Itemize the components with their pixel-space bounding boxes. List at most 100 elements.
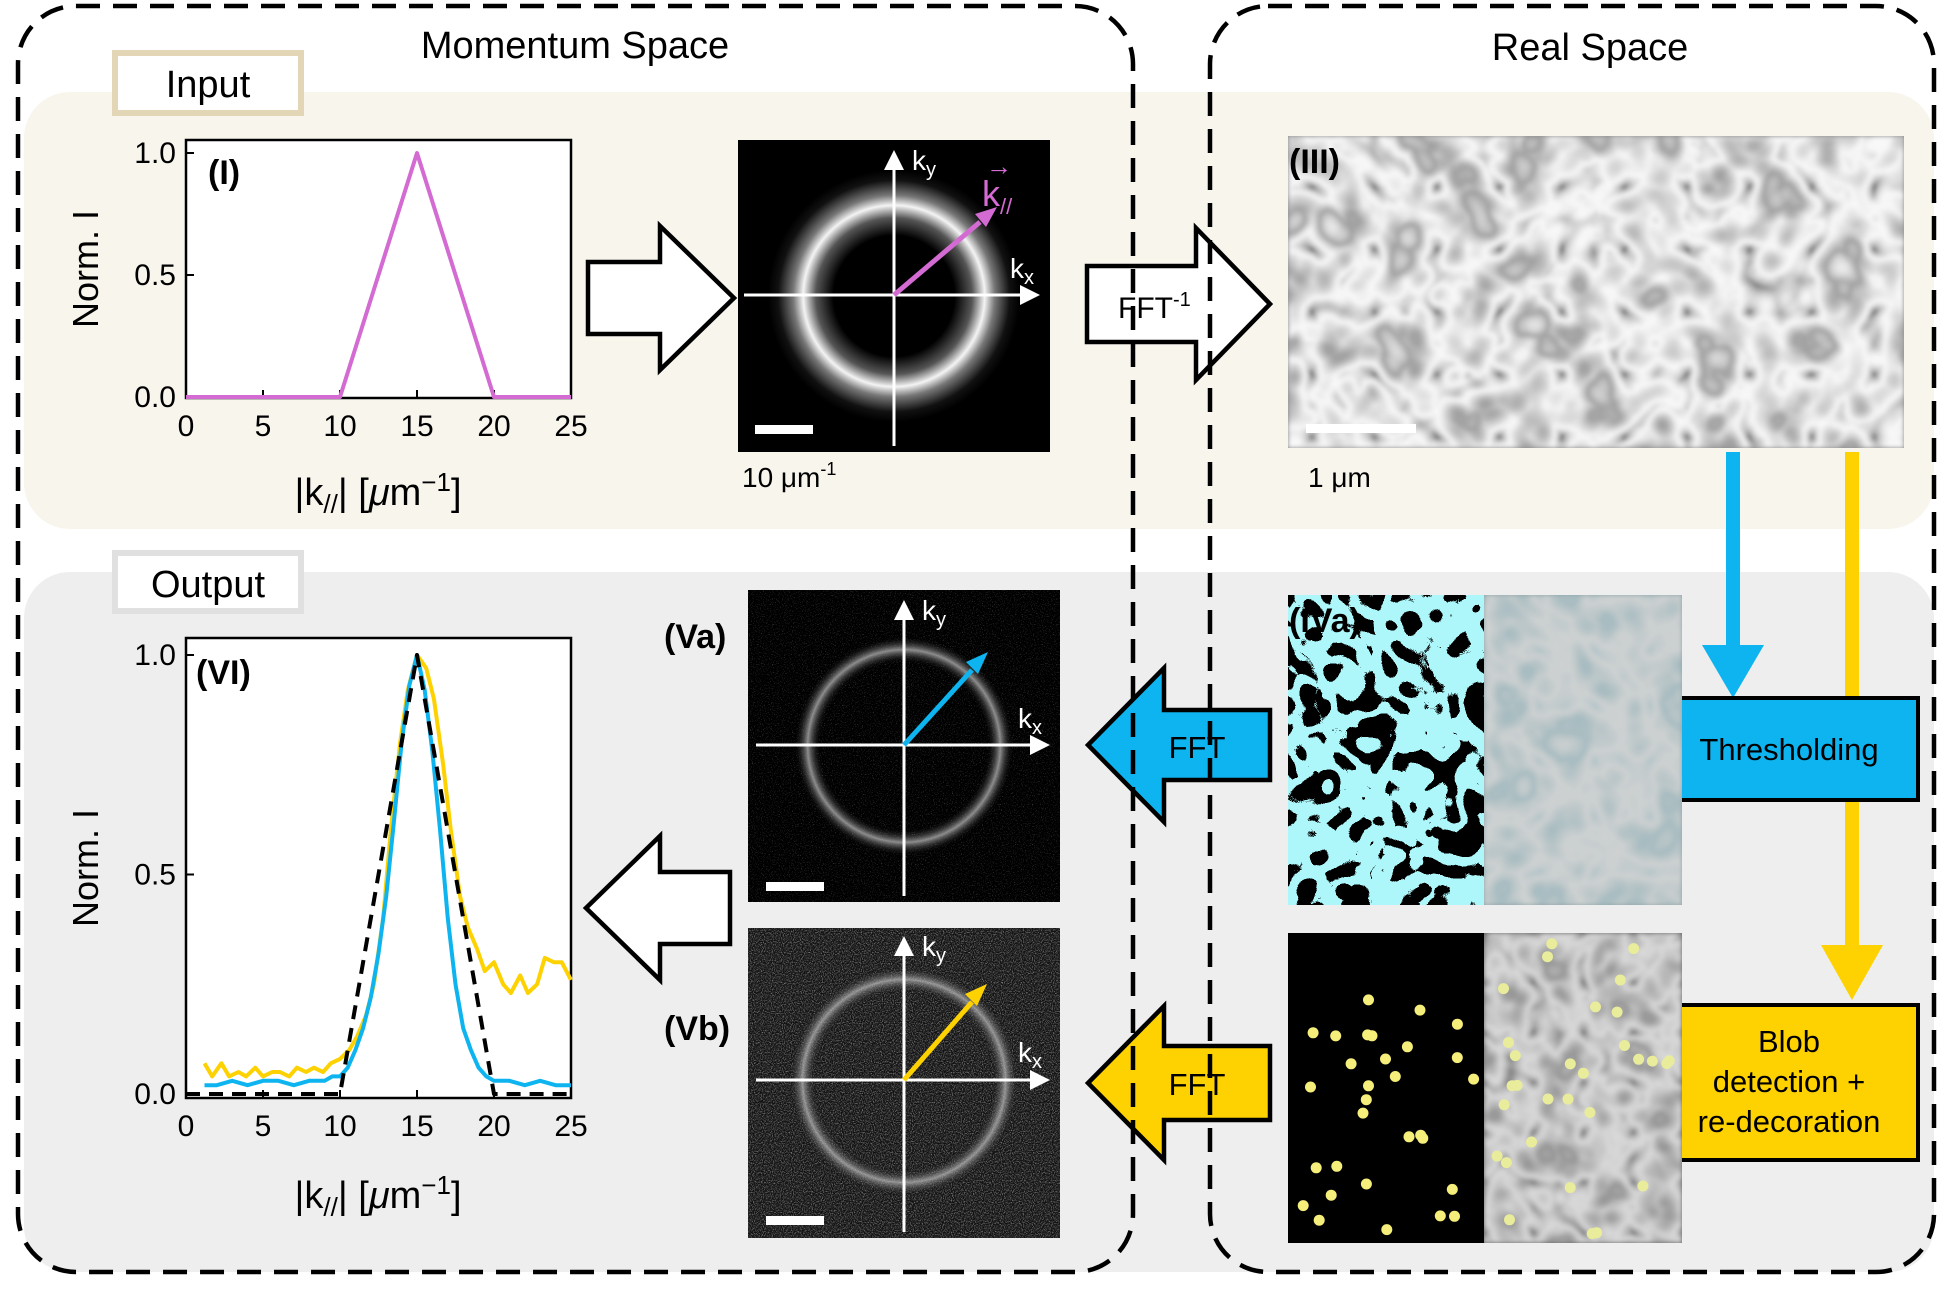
blob-dot — [1414, 1004, 1426, 1016]
blob-dot — [1360, 1094, 1372, 1106]
blob-dot — [1297, 1200, 1309, 1212]
blob-label-line2: detection + — [1713, 1064, 1866, 1099]
blob-dot — [1509, 1050, 1521, 1062]
arrow-fft-inverse: FFT-1 — [1084, 222, 1274, 386]
input-label: Input — [166, 64, 251, 106]
panel-IVb-label: (IVb) — [1289, 940, 1365, 978]
blob-dot — [1363, 1080, 1374, 1092]
blob-dot — [1451, 1018, 1463, 1030]
arrow-V-to-VI — [582, 830, 733, 986]
fft-yellow-label: FFT — [1169, 1067, 1226, 1102]
panel-II-ky: ky — [912, 145, 936, 181]
blob-dot — [1389, 1071, 1401, 1082]
blob-dot — [1360, 1178, 1372, 1190]
blob-dot — [1446, 1183, 1458, 1195]
panel-I-ylabel: Norm. I — [65, 210, 106, 328]
input-label-box: Input — [112, 50, 304, 116]
panel-I-label: (I) — [208, 154, 240, 192]
series-line-1 — [204, 653, 571, 1088]
fft-inverse-label: FFT-1 — [1118, 289, 1191, 325]
blob-dot — [1380, 1053, 1391, 1065]
blob-dot — [1468, 1073, 1480, 1085]
blob-dot — [1491, 1150, 1503, 1162]
x-tick-label: 10 — [323, 410, 356, 443]
series-line-0 — [186, 151, 571, 399]
thresholding-box: Thresholding — [1658, 696, 1920, 802]
x-tick-label: 15 — [400, 1110, 433, 1143]
panel-IVa-image: (IVa) — [1288, 595, 1682, 905]
momentum-space-title: Momentum Space — [421, 25, 729, 67]
blob-dot — [1542, 1093, 1554, 1105]
blob-dot — [1614, 974, 1626, 986]
real-space-title: Real Space — [1492, 27, 1688, 69]
blob-dot — [1663, 1055, 1675, 1067]
vector-arrow-icon: → — [986, 151, 1012, 181]
blob-dot — [1307, 1027, 1319, 1039]
blob-dot — [1619, 1040, 1630, 1051]
blob-dot — [1498, 983, 1509, 995]
x-tick-label: 25 — [554, 410, 587, 443]
fft-blue-label: FFT — [1169, 730, 1226, 765]
x-tick-label: 25 — [554, 1110, 587, 1143]
blob-dot — [1611, 1006, 1623, 1018]
x-tick-label: 10 — [323, 1110, 356, 1143]
blob-dot — [1564, 1182, 1576, 1194]
panel-II-kpar: k// — [982, 173, 1013, 219]
blob-dot — [1330, 1030, 1342, 1042]
blob-dot — [1325, 1189, 1337, 1201]
blob-dot — [1449, 1210, 1460, 1222]
arrow-I-to-II — [585, 220, 738, 376]
panel-Va-image: ky kx — [748, 590, 1060, 902]
panel-III-image: (III) — [1288, 136, 1904, 448]
y-tick-label: 1.0 — [134, 137, 176, 170]
panel-II-label: (II) — [742, 145, 784, 183]
panel-Va-scalebar — [766, 882, 824, 891]
blob-dot — [1584, 1107, 1596, 1118]
x-tick-label: 20 — [477, 410, 510, 443]
blob-dots-left — [1297, 994, 1480, 1236]
panel-Vb-ky: ky — [922, 931, 946, 967]
x-tick-label: 0 — [178, 1110, 195, 1143]
panel-Va-label: (Va) — [664, 618, 726, 656]
blob-dot — [1366, 1030, 1378, 1042]
blob-dot — [1504, 1214, 1515, 1226]
blob-dot — [1526, 1136, 1537, 1148]
panel-II-image: ky kx k// → (II) — [738, 140, 1050, 452]
blob-dot — [1628, 943, 1640, 955]
panel-III-scalebar — [1306, 424, 1416, 433]
blob-dot — [1590, 1001, 1601, 1013]
blob-dot — [1331, 1160, 1343, 1172]
panel-VI-ylabel: Norm. I — [65, 809, 106, 927]
thresholding-label: Thresholding — [1699, 732, 1878, 767]
panel-Vb-kx: kx — [1018, 1037, 1042, 1073]
blob-dot — [1403, 1131, 1415, 1143]
blob-dot — [1577, 1067, 1589, 1079]
panel-IVa-label: (IVa) — [1289, 602, 1361, 640]
blob-dot — [1506, 1080, 1518, 1092]
flow-blue — [1702, 452, 1764, 698]
x-tick-label: 5 — [255, 410, 272, 443]
blob-dot — [1542, 951, 1553, 963]
blob-dot — [1564, 1058, 1576, 1070]
blob-dot — [1310, 1162, 1322, 1174]
x-tick-label: 0 — [178, 410, 195, 443]
blob-dot — [1345, 1058, 1357, 1070]
blob-dot — [1381, 1224, 1393, 1236]
blob-dot — [1633, 1053, 1645, 1065]
y-tick-label: 0.0 — [134, 1078, 176, 1111]
blob-dots-right — [1491, 938, 1675, 1240]
panel-Vb-scalebar — [766, 1216, 824, 1225]
panel-II-kx: kx — [1010, 253, 1034, 289]
blob-dot — [1401, 1041, 1413, 1053]
x-tick-label: 5 — [255, 1110, 272, 1143]
y-tick-label: 0.5 — [134, 259, 176, 292]
blob-dot — [1646, 1055, 1658, 1067]
panel-Vb-image: ky kx — [748, 928, 1060, 1238]
panel-III-scalebar-label: 1 μm — [1308, 462, 1371, 493]
blob-dot — [1562, 1093, 1574, 1105]
arrow-fft-blue: FFT — [1084, 662, 1273, 828]
panel-VI-label: (VI) — [196, 654, 251, 692]
